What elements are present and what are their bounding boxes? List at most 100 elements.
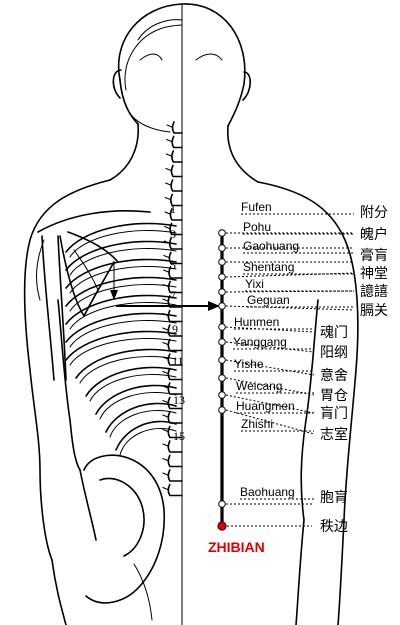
vertebra [167, 454, 183, 468]
acupoint-hanzi-label: 膈关 [360, 303, 388, 319]
rib [89, 374, 177, 402]
shoulder-blade-arrow [110, 261, 118, 300]
acupoint-marker[interactable] [218, 406, 226, 414]
rib [85, 366, 177, 397]
rib [65, 294, 177, 325]
vertebra [167, 338, 183, 352]
acupoint-yanggang[interactable]: Yanggang 阳纲 [218, 335, 348, 361]
acupoint-weicang[interactable]: Weicang 胃仓 [218, 374, 348, 404]
acupoint-pinyin-label: Gaohuang [243, 239, 299, 253]
level-arrow [116, 301, 220, 311]
rib [65, 240, 177, 271]
vertebra [167, 309, 183, 323]
acupoint-hanzi-label: 阳纲 [320, 345, 348, 361]
acupoint-marker[interactable] [218, 374, 226, 382]
rib [69, 266, 177, 294]
vertebra-process [166, 139, 173, 142]
acupoint-marker[interactable] [218, 338, 226, 346]
vertebra [167, 367, 183, 381]
zhibian-pinyin-label: ZHIBIAN [208, 539, 265, 555]
acupoint-leader [225, 394, 315, 414]
acupoint-marker[interactable] [218, 356, 226, 364]
vertebra-process [165, 153, 172, 157]
vertebra [170, 179, 183, 192]
rib [65, 222, 177, 253]
acupoint-marker[interactable] [218, 229, 226, 237]
acupoint-pinyin-label: Baohuang [240, 485, 295, 499]
vertebra [169, 208, 183, 221]
rib [99, 392, 177, 420]
ribs [65, 222, 177, 456]
vertebra-process [162, 429, 169, 432]
vertebra [167, 440, 183, 453]
vertebra-process [162, 472, 169, 476]
acupoint-hanzi-label: 胞肓 [320, 489, 348, 506]
vertebra-process [164, 197, 171, 200]
vertebra [167, 396, 183, 410]
acupoint-marker[interactable] [218, 323, 226, 331]
acupoint-hanzi-label: 譩譆 [360, 284, 388, 300]
acupoint-zhishi[interactable]: Zhishi 志室 [218, 406, 348, 443]
acupoint-marker[interactable] [218, 302, 226, 310]
acupoint-hanzi-label: 肓门 [320, 405, 348, 422]
vertebra-process [163, 255, 170, 258]
acupoint-marker[interactable] [218, 500, 226, 508]
vertebra-process [162, 327, 169, 331]
vertebra-process [162, 487, 169, 490]
acupoint-marker[interactable] [218, 258, 226, 266]
acupoint-marker[interactable] [218, 288, 226, 296]
vertebra-process [162, 414, 169, 418]
acupoint-pinyin-label: Hunmen [234, 315, 279, 329]
vertebra-process [162, 371, 169, 374]
acupoint-baohuang[interactable]: Baohuang 胞肓 [218, 485, 348, 508]
acupoint-leader [225, 409, 315, 435]
acupoint-pinyin-label: Weicang [236, 379, 282, 393]
acupoint-pinyin-label: Shentang [243, 260, 294, 274]
acupoint-hanzi-label: 魄户 [360, 226, 388, 243]
acupoint-hanzi-label: 志室 [320, 426, 348, 443]
acupoint-marker[interactable] [218, 273, 226, 281]
vertebra-process [162, 313, 169, 316]
vertebra-process [162, 298, 169, 302]
rib [75, 348, 177, 379]
vertebra-process [162, 400, 169, 403]
acupoint-pinyin-label: Pohu [243, 220, 271, 234]
vertebra [171, 135, 183, 149]
rib [69, 320, 177, 348]
rib [65, 330, 177, 361]
vertebra-number-label: 3 [170, 227, 176, 241]
vertebra-process [163, 269, 169, 273]
acupoint-pohu[interactable]: Pohu 魄户 [218, 220, 388, 252]
vertebra-process [166, 124, 173, 128]
acupoint-leader [225, 341, 315, 353]
vertebra [171, 150, 183, 163]
rib [69, 338, 177, 366]
acupoint-marker[interactable] [218, 244, 226, 252]
vertebra-process [163, 240, 170, 244]
rib [69, 284, 177, 312]
vertebra-number-label: 11 [172, 354, 184, 368]
zhibian-point[interactable]: 秩边 ZHIBIAN [208, 519, 348, 555]
rib [69, 302, 177, 330]
vertebra [168, 266, 183, 279]
vertebra-number-label: 9 [172, 322, 178, 336]
vertebra-process [162, 342, 169, 345]
vertebra-process [162, 458, 169, 461]
vertebra-process [162, 385, 169, 389]
acupoint-pinyin-label: Zhishi [241, 417, 273, 431]
zhibian-point-marker[interactable] [217, 521, 227, 531]
acupoint-hanzi-label: 附分 [360, 205, 388, 221]
acupoint-marker[interactable] [218, 391, 226, 399]
acupoint-hanzi-label: 胃仓 [320, 388, 348, 404]
acupoint-pinyin-label: Yanggang [233, 335, 287, 349]
vertebra-process [164, 226, 171, 229]
